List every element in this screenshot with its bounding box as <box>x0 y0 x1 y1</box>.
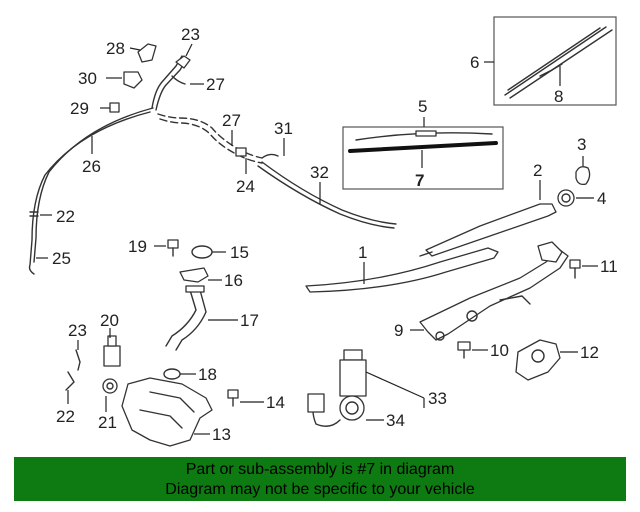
bolt-part-10 <box>457 341 471 359</box>
hose-32 <box>257 161 397 229</box>
hose-31 <box>261 153 279 159</box>
clip-part-30 <box>123 71 143 89</box>
upper-hose <box>151 55 187 111</box>
label-31: 31 <box>274 119 293 138</box>
label-28: 28 <box>106 39 125 58</box>
clip-part-28 <box>137 43 157 63</box>
wiper-arm-part-1 <box>305 247 499 293</box>
label-23-lower: 23 <box>68 321 87 340</box>
pump-part-20 <box>103 335 121 367</box>
label-22-lower: 22 <box>56 407 75 426</box>
label-23-upper: 23 <box>181 25 200 44</box>
wiper-motor-part-12 <box>515 339 561 381</box>
grommet-part-21 <box>102 378 118 394</box>
label-5: 5 <box>418 97 427 116</box>
label-26: 26 <box>82 157 101 176</box>
leader-lines <box>36 43 598 435</box>
cap-part-3 <box>575 166 591 186</box>
label-8: 8 <box>554 87 563 106</box>
pump-part-33 <box>307 349 367 427</box>
label-20: 20 <box>100 311 119 330</box>
banner-line-2: Diagram may not be specific to your vehi… <box>165 481 475 498</box>
wiper-arm-part-2 <box>419 203 557 257</box>
label-11: 11 <box>600 257 618 276</box>
clamp-part-16 <box>179 267 209 283</box>
label-2: 2 <box>533 161 542 180</box>
label-9: 9 <box>394 321 403 340</box>
label-33: 33 <box>428 389 447 408</box>
label-16: 16 <box>224 271 243 290</box>
label-17: 17 <box>240 311 259 330</box>
joint-part-24 <box>235 147 247 157</box>
label-4: 4 <box>597 189 606 208</box>
grommet-part-18 <box>163 368 181 380</box>
label-27-upper: 27 <box>206 75 225 94</box>
filler-neck-part-17 <box>165 285 207 351</box>
label-24: 24 <box>236 177 255 196</box>
nut-part-4 <box>557 189 575 207</box>
hose-part-22-lower <box>65 371 75 391</box>
label-19: 19 <box>128 237 147 256</box>
label-1: 1 <box>358 243 367 262</box>
label-15: 15 <box>230 243 249 262</box>
label-34: 34 <box>386 411 405 430</box>
label-29: 29 <box>70 99 89 118</box>
label-14: 14 <box>266 393 285 412</box>
bolt-part-11 <box>569 259 581 279</box>
label-13: 13 <box>212 425 231 444</box>
label-25: 25 <box>52 249 71 268</box>
bolt-part-19 <box>167 239 179 257</box>
label-21: 21 <box>98 413 117 432</box>
label-10: 10 <box>490 341 509 360</box>
clip-part-29 <box>109 102 120 113</box>
joint-part-23-upper <box>175 55 191 69</box>
label-30: 30 <box>78 69 97 88</box>
label-12: 12 <box>580 343 599 362</box>
parts-diagram: 6 8 5 7 3 2 4 1 11 9 10 12 33 34 13 14 1… <box>28 16 618 447</box>
label-22-upper: 22 <box>56 207 75 226</box>
label-6: 6 <box>470 53 479 72</box>
banner-line-1: Part or sub-assembly is #7 in diagram <box>185 461 455 478</box>
info-banner: Part or sub-assembly is #7 in diagram Di… <box>14 457 626 501</box>
wiper-linkage-part-9 <box>419 241 569 341</box>
wiper-refill-part-7 <box>348 141 498 153</box>
hose-part-23-lower <box>75 349 81 371</box>
wiper-blade-part-5 <box>355 130 493 141</box>
oring-part-15 <box>191 245 213 259</box>
dashed-hose <box>157 113 263 164</box>
label-32: 32 <box>310 163 329 182</box>
label-7: 7 <box>415 171 424 190</box>
label-18: 18 <box>198 365 217 384</box>
washer-tank-part-13 <box>121 377 213 447</box>
label-27-lower: 27 <box>222 111 241 130</box>
label-3: 3 <box>577 135 586 154</box>
wiper-blade-part-8 <box>504 26 613 99</box>
washer-hose <box>28 107 154 275</box>
bolt-part-14 <box>227 389 239 407</box>
